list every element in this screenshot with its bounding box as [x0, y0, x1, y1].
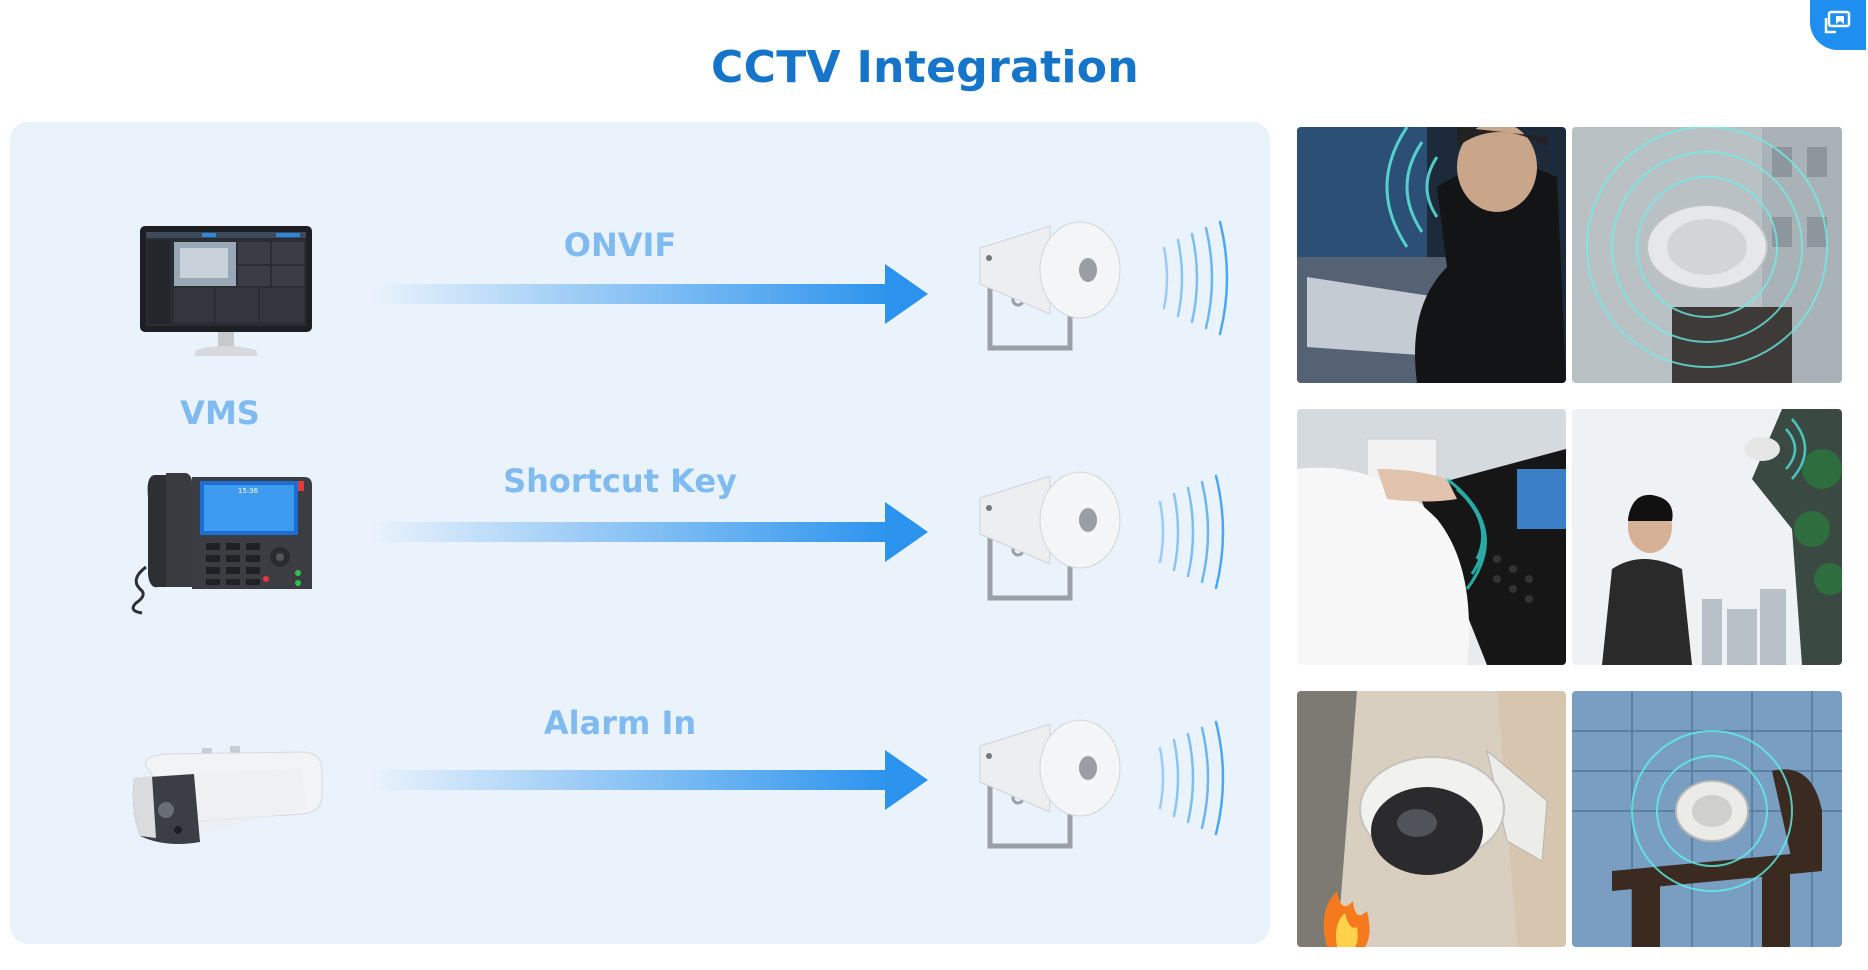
- feedback-button[interactable]: [1810, 0, 1866, 50]
- sound-waves-icon: [1154, 718, 1244, 842]
- page-title: CCTV Integration: [711, 42, 1139, 93]
- protocol-label-onvif: ONVIF: [563, 226, 677, 264]
- flow-arrow: [370, 750, 930, 814]
- source-label-vms: VMS: [180, 394, 260, 432]
- photo-hand-on-phone: [1297, 409, 1566, 665]
- photo-dome-camera-fire: [1297, 691, 1566, 947]
- flow-arrow: [370, 502, 930, 566]
- sound-waves-icon: [1158, 218, 1248, 342]
- photo-operator-mic: [1297, 127, 1566, 383]
- horn-speaker-icon: [960, 468, 1130, 612]
- integration-panel: VMS ONVIF 15:36 Shortcut: [10, 122, 1270, 944]
- protocol-label-shortcut-key: Shortcut Key: [503, 462, 737, 500]
- bullet-camera-icon: [126, 738, 326, 862]
- sound-waves-icon: [1154, 472, 1244, 596]
- horn-speaker-icon: [960, 716, 1130, 860]
- horn-speaker-icon: [960, 218, 1130, 362]
- svg-text:15:36: 15:36: [238, 487, 259, 495]
- photo-man-with-speaker: [1572, 409, 1842, 665]
- photo-speaker-on-pole: [1572, 127, 1842, 383]
- monitor-icon: [136, 222, 316, 366]
- feedback-icon: [1823, 10, 1853, 40]
- flow-arrow: [370, 264, 930, 328]
- ip-phone-icon: 15:36: [126, 467, 316, 621]
- photo-speaker-on-building: [1572, 691, 1842, 947]
- protocol-label-alarm-in: Alarm In: [543, 704, 697, 742]
